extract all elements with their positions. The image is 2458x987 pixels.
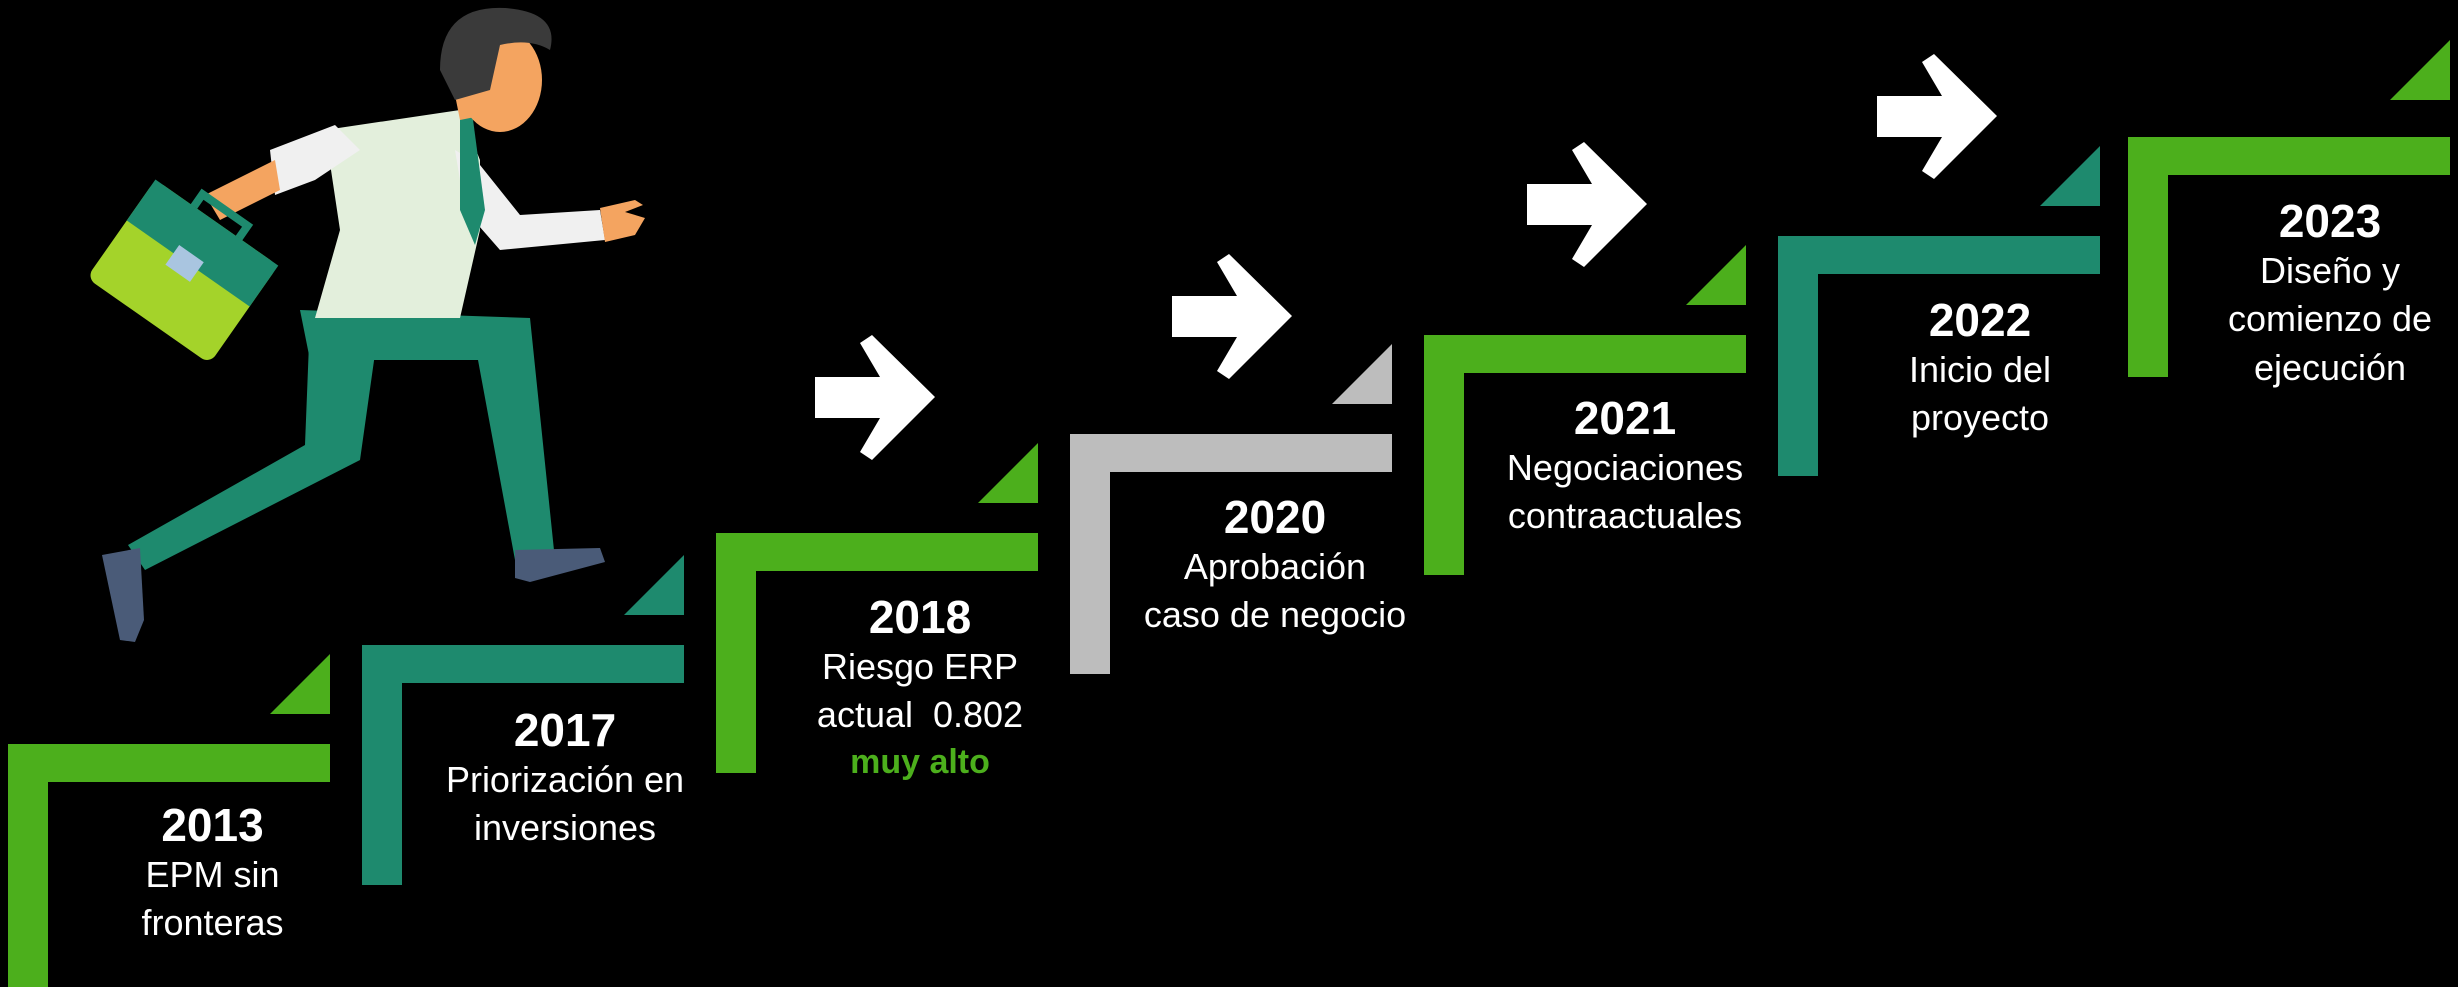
step-2017-desc-line-2: inversiones (473, 807, 657, 849)
step-2020-left-bar (1070, 434, 1110, 674)
step-2017-desc-line-1: Priorización en (445, 758, 685, 800)
step-2022-year: 2022 (1928, 294, 2032, 346)
step-2022-left-bar (1778, 236, 1818, 476)
step-2021-label: 2021 Negociaciones contraactuales (1475, 393, 1775, 541)
step-2020-desc-line-2: caso de negocio (1143, 594, 1407, 636)
step-2018-desc-line-1: Riesgo ERP (821, 645, 1019, 687)
step-2023-left-bar (2128, 137, 2168, 377)
step-2020-top-bar (1070, 434, 1392, 472)
step-2022-desc-line-2: proyecto (1910, 397, 2050, 439)
step-2018-year: 2018 (868, 591, 972, 643)
step-2018-left-bar (716, 533, 756, 773)
step-2018-desc-line-2: actual 0.802 (816, 694, 1024, 736)
right-arrow-icon (815, 335, 935, 460)
step-2013-year: 2013 (161, 799, 264, 851)
step-2013-label: 2013 EPM sin fronteras (90, 800, 335, 948)
right-arrow-icon (1877, 54, 1997, 179)
step-2023-label: 2023 Diseño y comienzo de ejecución (2180, 196, 2458, 392)
step-2017-left-bar (362, 645, 402, 885)
step-2017-corner-triangle (624, 555, 684, 615)
right-arrow-icon (1172, 254, 1292, 379)
step-2021-left-bar (1424, 335, 1464, 575)
step-2018-label: 2018 Riesgo ERP actual 0.802 muy alto (780, 592, 1060, 786)
step-2013-left-bar (8, 744, 48, 987)
step-2021-year: 2021 (1573, 392, 1677, 444)
step-2022-desc-line-1: Inicio del (1908, 348, 2052, 390)
step-2020-desc-line-1: Aprobación (1183, 545, 1367, 587)
step-2022-top-bar (1778, 236, 2100, 274)
step-2021-desc-line-2: contraactuales (1507, 495, 1743, 537)
step-2022-label: 2022 Inicio del proyecto (1830, 295, 2130, 443)
step-2020-label: 2020 Aprobación caso de negocio (1125, 492, 1425, 640)
step-2013-corner-triangle (270, 654, 330, 714)
step-2023-desc-line-2: comienzo de (2227, 298, 2433, 340)
step-2018-risk-level: muy alto (850, 742, 990, 781)
step-2013-desc-line-2: fronteras (141, 902, 284, 944)
step-2013-desc-line-1: EPM sin (145, 853, 280, 895)
step-2023-desc-line-3: ejecución (2253, 346, 2407, 388)
right-arrow-icon (1527, 142, 1647, 267)
step-2021-corner-triangle (1686, 245, 1746, 305)
step-2023-top-bar (2128, 137, 2450, 175)
step-2017-label: 2017 Priorización en inversiones (425, 705, 705, 853)
step-2020-corner-triangle (1332, 344, 1392, 404)
step-2017-top-bar (362, 645, 684, 683)
step-2013-top-bar (8, 744, 330, 782)
step-2017-year: 2017 (513, 704, 617, 756)
step-2023-corner-triangle (2390, 40, 2450, 100)
step-2018-top-bar (716, 533, 1038, 571)
step-2018-corner-triangle (978, 443, 1038, 503)
step-2021-top-bar (1424, 335, 1746, 373)
step-2023-year: 2023 (2278, 195, 2382, 247)
step-2020-year: 2020 (1223, 491, 1327, 543)
step-2021-desc-line-1: Negociaciones (1506, 446, 1744, 488)
step-2023-desc-line-1: Diseño y (2259, 249, 2401, 291)
running-businessman-icon (90, 7, 645, 642)
step-2022-corner-triangle (2040, 146, 2100, 206)
